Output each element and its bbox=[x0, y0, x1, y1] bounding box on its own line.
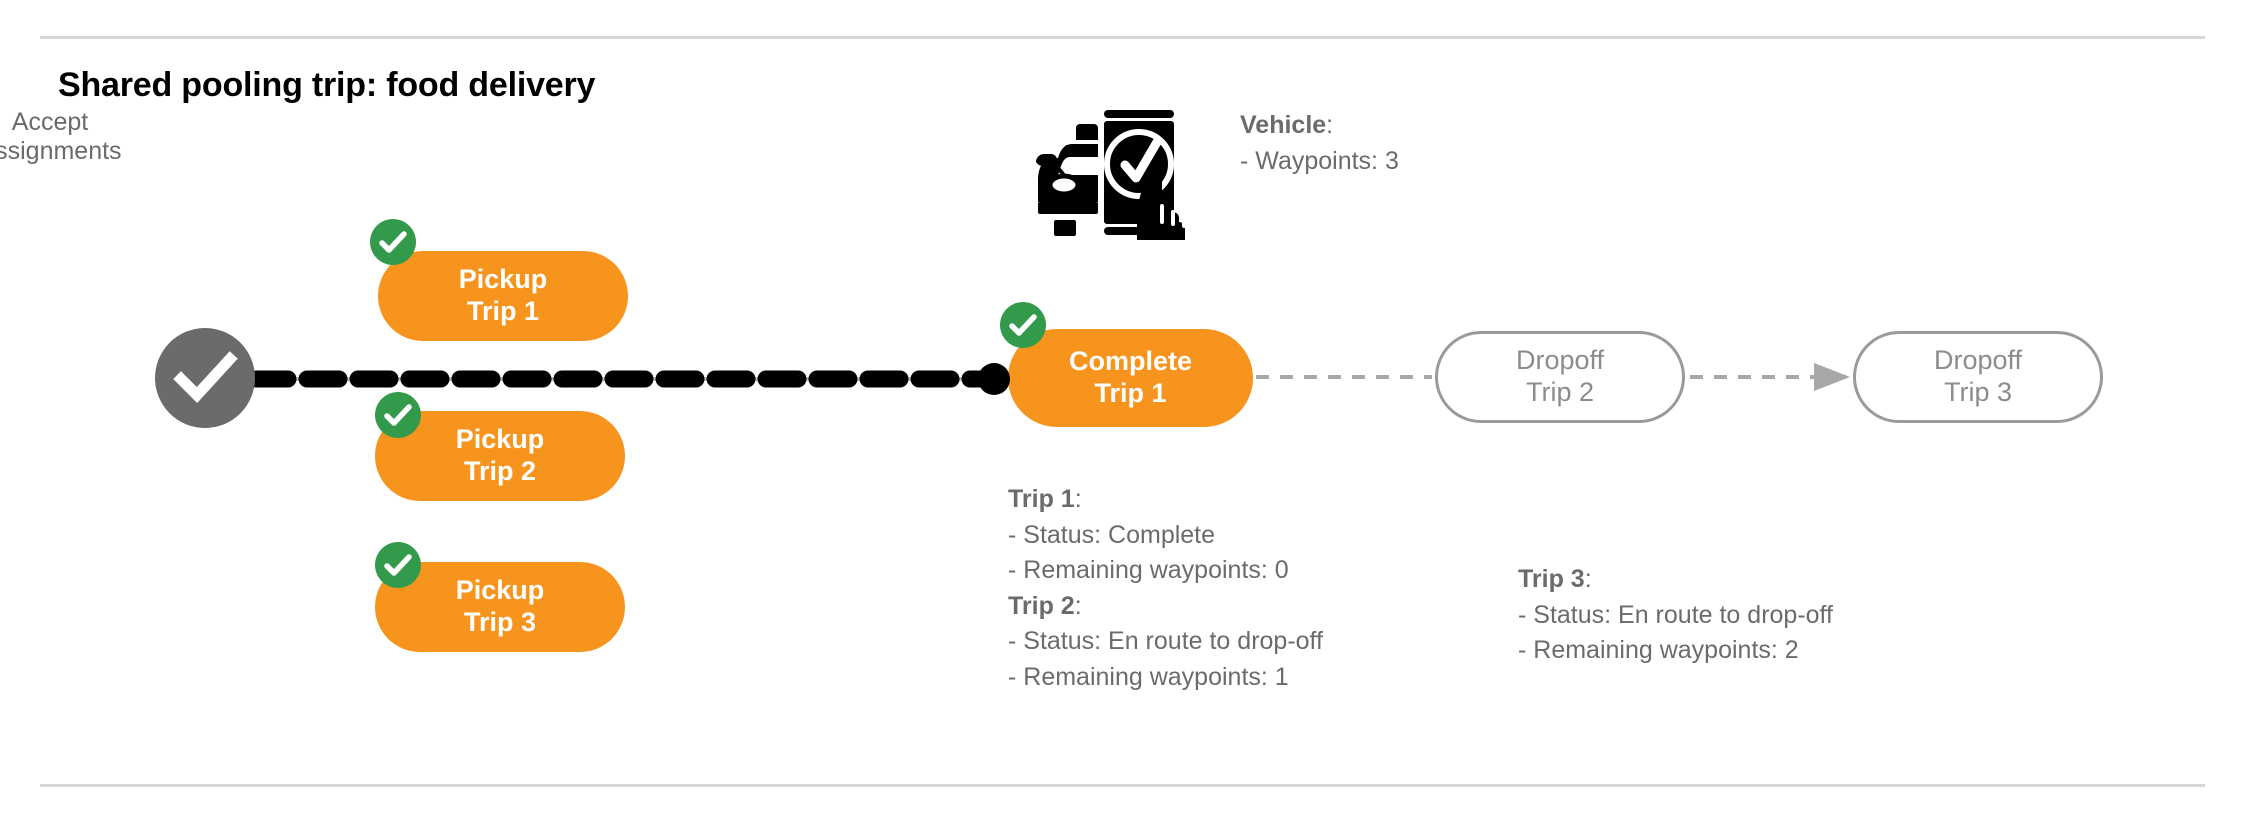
pickup-trip-3-line1: Pickup bbox=[455, 575, 545, 606]
complete-trip-1-line2: Trip 1 bbox=[1094, 378, 1167, 408]
completed-check-badge-icon bbox=[375, 542, 421, 588]
dropoff-trip-3-line2: Trip 3 bbox=[1943, 377, 2012, 407]
accept-assignments-node[interactable] bbox=[155, 328, 255, 428]
page-title: Shared pooling trip: food delivery bbox=[58, 66, 596, 104]
completed-check-badge-icon bbox=[375, 392, 421, 438]
dropoff-trip-2-node[interactable]: Dropoff Trip 2 bbox=[1435, 331, 1685, 423]
trip-3-waypoints-row: - Remaining waypoints: 2 bbox=[1518, 636, 1799, 664]
accept-assignments-label: Accept Assignments bbox=[0, 108, 160, 166]
vehicle-waypoints-row: - Waypoints: 3 bbox=[1240, 146, 1399, 175]
completed-check-badge-icon bbox=[1000, 302, 1046, 348]
trip-2-heading-colon: : bbox=[1074, 591, 1082, 620]
top-divider bbox=[40, 36, 2205, 39]
trip-2-heading: Trip 2: bbox=[1008, 589, 1323, 625]
trip-3-heading-text: Trip 3 bbox=[1518, 565, 1585, 593]
vehicle-heading-colon: : bbox=[1326, 111, 1334, 139]
accept-label-line2: Assignments bbox=[0, 136, 122, 165]
trip-1-heading-text: Trip 1 bbox=[1008, 485, 1075, 513]
trip-1-status-row: - Status: Complete bbox=[1008, 520, 1216, 549]
pickup-trip-1-line2: Trip 1 bbox=[466, 296, 540, 326]
pickup-trip-3-line2: Trip 3 bbox=[463, 607, 537, 637]
trip-2-status-row: - Status: En route to drop-off bbox=[1008, 627, 1323, 655]
trip-3-heading-colon: : bbox=[1584, 565, 1592, 593]
vehicle-heading-text: Vehicle bbox=[1240, 111, 1327, 139]
completed-check-badge-icon bbox=[370, 219, 416, 265]
dropoff-trip-3-line1: Dropoff bbox=[1933, 345, 2023, 376]
trip-2-heading-text: Trip 2 bbox=[1008, 591, 1075, 620]
trip-3-heading: Trip 3: bbox=[1518, 562, 1833, 598]
check-circle-icon bbox=[155, 328, 255, 428]
trip-3-status-row: - Status: En route to drop-off bbox=[1518, 600, 1833, 629]
dropoff-trip-3-node[interactable]: Dropoff Trip 3 bbox=[1853, 331, 2103, 423]
dropoff-trip-2-line2: Trip 2 bbox=[1525, 377, 1594, 407]
pickup-trip-1-line1: Pickup bbox=[458, 264, 548, 295]
complete-trip-1-line1: Complete bbox=[1068, 346, 1193, 377]
vehicle-info-heading: Vehicle: bbox=[1240, 108, 1399, 144]
trip-details-right-block: Trip 3: - Status: En route to drop-off -… bbox=[1518, 562, 1833, 669]
route-terminator-dot bbox=[978, 363, 1010, 395]
pickup-trip-2-line1: Pickup bbox=[455, 424, 545, 455]
accept-label-line1: Accept bbox=[11, 108, 89, 136]
dropoff-trip-2-line1: Dropoff bbox=[1515, 345, 1605, 376]
trip-1-heading-colon: : bbox=[1074, 485, 1082, 513]
pickup-trip-1-node[interactable]: Pickup Trip 1 bbox=[378, 251, 628, 341]
car-phone-check-icon bbox=[1028, 90, 1196, 256]
trip-1-heading: Trip 1: bbox=[1008, 482, 1323, 518]
trip-details-left-block: Trip 1: - Status: Complete - Remaining w… bbox=[1008, 482, 1323, 695]
trip-2-waypoints-row: - Remaining waypoints: 1 bbox=[1008, 662, 1289, 691]
trip-1-waypoints-row: - Remaining waypoints: 0 bbox=[1008, 556, 1289, 584]
bottom-divider bbox=[40, 784, 2205, 787]
vehicle-info-block: Vehicle: - Waypoints: 3 bbox=[1240, 108, 1399, 179]
pickup-trip-2-line2: Trip 2 bbox=[463, 456, 537, 486]
complete-trip-1-node[interactable]: Complete Trip 1 bbox=[1008, 329, 1253, 427]
